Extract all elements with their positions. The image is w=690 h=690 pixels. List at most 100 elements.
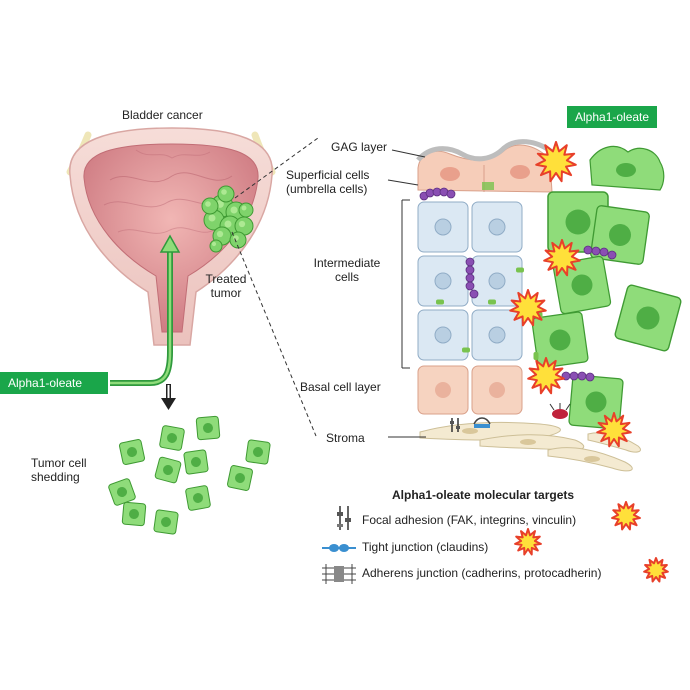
starburst xyxy=(514,528,542,556)
tight-junction-mark xyxy=(488,299,496,305)
treated-tumor-line2: tumor xyxy=(210,286,242,300)
junction-bead xyxy=(465,265,475,275)
intermediate-nucleus xyxy=(434,272,452,290)
junction-bead xyxy=(465,281,475,291)
junction-bead xyxy=(465,273,475,283)
shed-cell-nucleus xyxy=(253,447,263,457)
junction-bead xyxy=(591,246,601,256)
shed-cell-nucleus xyxy=(117,487,127,497)
shed-cell xyxy=(183,449,209,475)
superficial-cells-label: Superficial cells (umbrella cells) xyxy=(286,168,369,196)
adherens-junction-beads xyxy=(419,187,617,382)
tumor-blob xyxy=(201,197,219,215)
tumor-highlight xyxy=(230,206,238,214)
intermediate-line2: cells xyxy=(334,270,359,284)
bladder-cancer-label: Bladder cancer xyxy=(122,108,203,122)
superficial-umbrella-cells xyxy=(416,139,554,193)
shed-cell xyxy=(185,485,211,511)
zoom-lines xyxy=(231,137,319,437)
legend-title: Alpha1-oleate molecular targets xyxy=(392,488,575,502)
intermediate-nucleus xyxy=(434,218,452,236)
starburst xyxy=(509,289,547,327)
detaching-cell xyxy=(568,374,624,430)
detaching-cell xyxy=(531,311,589,369)
intermediate-nucleus xyxy=(434,326,452,344)
junction-bead xyxy=(585,372,595,382)
detaching-cell-nucleus xyxy=(585,391,607,413)
tight-junction-icon xyxy=(322,544,356,552)
tumor-shedding-line1: Tumor cell xyxy=(31,456,87,470)
shed-cell-nucleus xyxy=(191,457,201,467)
intermediate-line1: Intermediate xyxy=(313,256,381,270)
basal-layer-label: Basal cell layer xyxy=(300,380,381,394)
detaching-cell-nucleus xyxy=(636,306,660,330)
shed-cell-nucleus xyxy=(129,509,139,519)
tumor-blob xyxy=(209,239,223,253)
junction-bead xyxy=(469,289,479,299)
shedding-arrow xyxy=(161,384,176,410)
treated-tumor xyxy=(201,185,254,253)
alpha1-oleate-bursts xyxy=(509,141,669,583)
shed-cell-nucleus xyxy=(167,433,177,443)
intermediate-cells-label: Intermediate cells xyxy=(300,256,394,284)
stroma-fibroblasts xyxy=(419,421,641,472)
shed-tumor-cells xyxy=(108,415,271,535)
treated-tumor-line1: Treated xyxy=(205,272,247,286)
basal-cells xyxy=(417,365,523,415)
tight-junction-mark xyxy=(516,267,524,273)
tumor-highlight xyxy=(221,189,227,195)
junction-bead xyxy=(465,257,475,267)
intermediate-cells xyxy=(417,201,523,361)
starburst xyxy=(535,141,577,183)
intermediate-bracket xyxy=(401,199,410,369)
starburst xyxy=(527,357,565,395)
intermediate-nucleus xyxy=(488,218,506,236)
starburst xyxy=(611,501,641,531)
starburst xyxy=(596,412,632,448)
detaching-cell-nucleus xyxy=(571,274,593,296)
intermediate-nucleus xyxy=(488,272,506,290)
detaching-umbrella-nucleus xyxy=(616,163,636,177)
junction-bead xyxy=(583,245,593,255)
tight-junction-mark xyxy=(533,352,539,360)
tumor-shedding-line2: shedding xyxy=(31,470,80,484)
legend-item-adherens-junction: Adherens junction (cadherins, protocadhe… xyxy=(362,566,602,580)
detaching-cell xyxy=(614,284,682,352)
superficial-line1: Superficial cells xyxy=(286,168,370,182)
tumor-highlight xyxy=(216,230,224,238)
detaching-cell-nucleus xyxy=(608,223,632,247)
tumor-blob xyxy=(217,185,235,203)
shed-cell xyxy=(245,439,271,465)
tight-junction-mark xyxy=(482,182,494,190)
junction-bead xyxy=(569,371,579,381)
treated-tumor-label: Treated tumor xyxy=(195,272,257,300)
tumor-highlight xyxy=(238,220,246,228)
legend-item-tight-junction: Tight junction (claudins) xyxy=(362,540,489,554)
focal-adhesion-markers xyxy=(450,403,571,432)
tight-junction-mark xyxy=(436,299,444,305)
shed-cell xyxy=(195,415,221,441)
shed-cell xyxy=(227,465,253,491)
shed-cell xyxy=(153,509,179,535)
tumor-highlight xyxy=(224,220,232,228)
tumor-blob xyxy=(238,202,254,218)
starburst xyxy=(643,557,669,583)
tumor-shedding-label: Tumor cell shedding xyxy=(31,456,87,484)
shed-cell xyxy=(119,439,145,465)
tumor-highlight xyxy=(233,235,239,241)
adherens-junction-icon xyxy=(322,564,356,584)
junction-bead xyxy=(599,247,609,257)
shed-cell xyxy=(154,456,182,484)
alpha1-oleate-badge-right: Alpha1-oleate xyxy=(567,106,658,128)
alpha1-oleate-badge-left: Alpha1-oleate xyxy=(0,372,108,394)
tumor-blob xyxy=(229,231,247,249)
shed-cell-nucleus xyxy=(161,517,171,527)
tumor-highlight xyxy=(241,205,247,211)
tumor-highlight xyxy=(205,201,211,207)
instillation-arrow xyxy=(110,234,181,386)
detaching-cell-nucleus xyxy=(549,329,571,351)
tumor-highlight xyxy=(208,214,216,222)
gag-layer-label: GAG layer xyxy=(331,140,388,154)
tumor-highlight xyxy=(211,241,217,247)
